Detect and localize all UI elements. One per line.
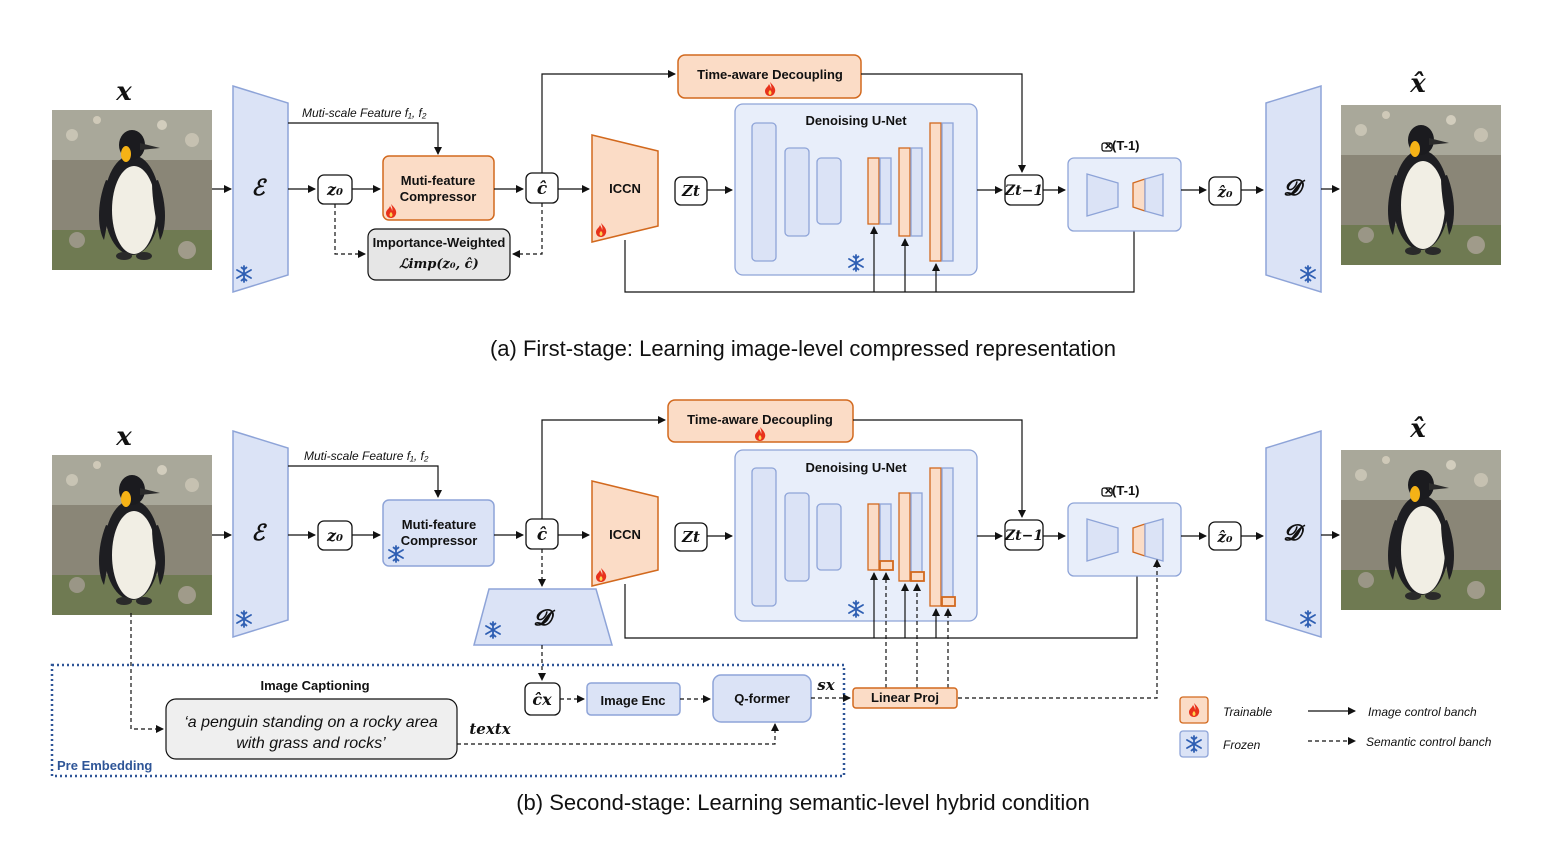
textx-label: textx [469,720,511,738]
loop-label-a: ×(T-1) [1104,138,1139,153]
legend-semantic-control: Semantic control banch [1366,735,1492,749]
compressor-block-a [382,155,495,221]
zt-node-a [674,176,708,206]
decoder-label-a: 𝓓 [1284,175,1306,201]
z0-label-b: z₀ [326,526,343,545]
image-enc-label: Image Enc [600,693,665,708]
penguin-image [1341,105,1501,265]
c-hat-label-b: ĉ [537,525,548,545]
zt-label-a: Zt [681,182,700,200]
importance-weighted-loss-a [367,228,511,281]
importance-label-a: Importance-Weighted [373,235,506,250]
feature-label-a: Muti-scale Feature f₁, f₂ [302,106,427,120]
unet-title-a: Denoising U-Net [805,113,907,128]
loop-unet-b [1067,502,1182,577]
feature-label-b: Muti-scale Feature f₁, f₂ [304,449,429,463]
output-xhat-label-a: x̂ [1409,69,1426,99]
compressor-label-a2: Compressor [400,189,477,204]
input-x-label-b: x [115,422,132,452]
time-decoupling-label-a: Time-aware Decoupling [697,67,843,82]
zhat0-label-b: ẑ₀ [1216,528,1233,546]
caption-b: (b) Second-stage: Learning semantic-leve… [516,790,1090,815]
caption-line-2: with grass and rocks’ [236,735,386,752]
loop-label-b: ×(T-1) [1104,483,1139,498]
decoder-block-b [1265,429,1322,639]
compressor-label-a: Muti-feature [401,173,475,188]
penguin-image [52,110,212,270]
pre-embedding-region [50,663,846,778]
iccn-block-a [591,134,659,243]
caption-line-1: ‘a penguin standing on a rocky area [184,714,438,731]
c-hat-label-a: ĉ [537,179,548,199]
stage-a: x x̂ ℰ Muti-scale Feature f₁, f₂ z₀ Muti… [52,54,1501,361]
caption-a: (a) First-stage: Learning image-level co… [490,336,1116,361]
loop-icon [1101,487,1113,497]
zt-1-label-b: Zt−1 [1004,528,1043,544]
zt-node-b [674,522,708,552]
image-captioning-title: Image Captioning [260,678,369,693]
compressor-label-b2: Compressor [401,533,478,548]
zhat0-node-a [1208,176,1242,206]
input-x-label-a: x [115,77,132,107]
encoder-label-b: ℰ [251,520,267,546]
zhat0-label-a: ẑ₀ [1216,183,1233,201]
time-decoupling-label-b: Time-aware Decoupling [687,412,833,427]
legend-frozen: Frozen [1223,738,1261,752]
encoder-block-a [232,84,289,294]
compressor-block-b [382,499,495,567]
decoder-block-a [1265,84,1322,294]
mid-decoder-label: 𝓓 [534,605,556,631]
importance-formula-a: ℒimp(z₀, ĉ) [399,257,479,272]
zt-1-label-a: Zt−1 [1004,183,1043,199]
zt-label-b: Zt [681,528,700,546]
cx-label: ĉx [532,690,552,709]
unet-title-b: Denoising U-Net [805,460,907,475]
compressor-label-b: Muti-feature [402,517,476,532]
legend: Trainable Frozen Image control banch Sem… [1179,696,1492,758]
pre-embedding-label: Pre Embedding [57,758,152,773]
penguin-image [1341,450,1501,610]
loop-unet-a [1067,157,1182,232]
encoder-block-b [232,429,289,639]
iccn-label-b: ICCN [609,527,641,542]
mid-decoder-block [473,588,613,646]
iccn-block-b [591,480,659,587]
time-decoupling-block-a [677,54,862,99]
iccn-label-a: ICCN [609,181,641,196]
caption-text-box [165,698,458,760]
encoder-label-a: ℰ [251,175,267,201]
linear-proj-label: Linear Proj [871,690,939,705]
stage-b: x x̂ ℰ Muti-scale Feature f₁, f₂ z₀ Muti… [50,399,1501,815]
time-decoupling-block-b [667,399,854,443]
loop-icon [1101,142,1113,152]
decoder-label-b: 𝓓 [1284,520,1306,546]
legend-image-control: Image control banch [1368,705,1477,719]
penguin-image [52,455,212,615]
legend-trainable: Trainable [1223,705,1272,719]
output-xhat-label-b: x̂ [1409,414,1426,444]
z0-label-a: z₀ [326,180,343,199]
sx-label: sx [817,676,835,694]
q-former-label: Q-former [734,691,790,706]
linear-proj-block [852,687,958,709]
zt-1-node-b [1004,519,1044,551]
